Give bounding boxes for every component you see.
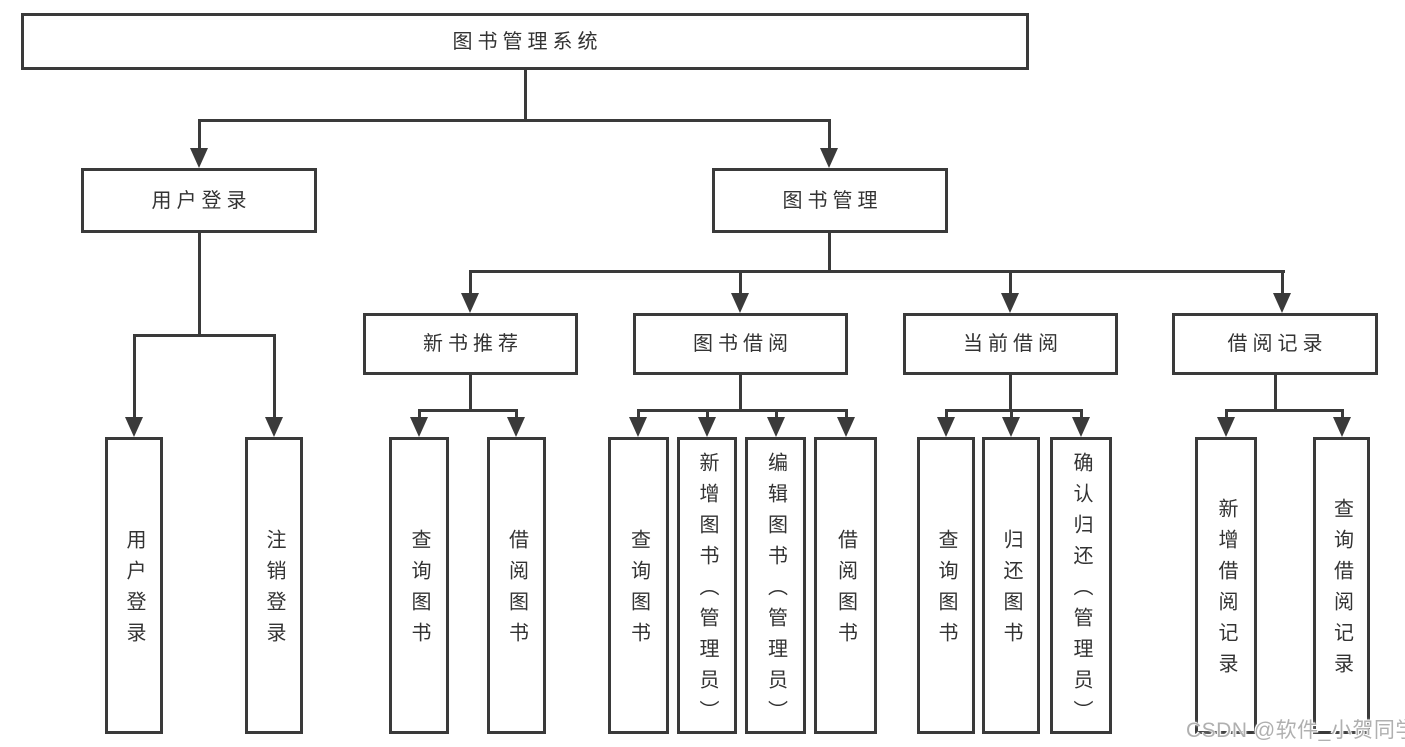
connector <box>1009 271 1012 297</box>
connector <box>1281 271 1284 297</box>
connector <box>706 410 709 422</box>
arrowhead <box>1002 417 1020 437</box>
node-current-borrowing-label: 当前借阅 <box>963 333 1063 355</box>
leaf-return-book: 归还图书 <box>982 437 1040 734</box>
leaf-query-books-recommend: 查询图书 <box>389 437 449 734</box>
arrowhead <box>820 148 838 168</box>
leaf-borrow-books-recommend: 借阅图书 <box>487 437 546 734</box>
leaf-borrow-books-borrowing: 借阅图书 <box>814 437 877 734</box>
leaf-edit-book-admin: 编辑图书（管理员） <box>745 437 806 734</box>
node-root: 图书管理系统 <box>21 13 1029 70</box>
connector <box>1341 410 1344 422</box>
leaf-logout-label: 注销登录 <box>263 529 285 653</box>
connector <box>1010 410 1013 422</box>
leaf-user-login-label: 用户登录 <box>123 529 145 653</box>
connector <box>418 410 421 422</box>
leaf-add-book-admin: 新增图书（管理员） <box>677 437 737 734</box>
node-book-management: 图书管理 <box>712 168 948 233</box>
connector <box>637 409 848 412</box>
connector <box>469 270 1285 273</box>
leaf-query-books-borrowing-label: 查询图书 <box>627 529 650 653</box>
arrowhead <box>190 148 208 168</box>
leaf-query-books-current-label: 查询图书 <box>935 529 957 653</box>
leaf-query-books-borrowing: 查询图书 <box>608 437 669 734</box>
arrowhead <box>767 417 785 437</box>
leaf-add-book-admin-label: 新增图书（管理员） <box>696 451 718 731</box>
arrowhead <box>265 417 283 437</box>
connector <box>1274 375 1277 411</box>
connector <box>524 70 527 122</box>
connector <box>845 410 848 422</box>
node-borrow-records: 借阅记录 <box>1172 313 1378 375</box>
leaf-confirm-return-admin: 确认归还（管理员） <box>1050 437 1112 734</box>
arrowhead <box>731 293 749 313</box>
node-new-book-recommend-label: 新书推荐 <box>423 333 523 355</box>
leaf-query-books-recommend-label: 查询图书 <box>408 529 430 653</box>
node-user-login-label: 用户登录 <box>151 189 252 212</box>
connector <box>828 120 831 152</box>
node-book-borrowing-label: 图书借阅 <box>693 333 793 355</box>
leaf-user-login: 用户登录 <box>105 437 163 734</box>
node-book-management-label: 图书管理 <box>782 189 883 212</box>
connector <box>739 375 742 411</box>
connector <box>775 410 778 422</box>
connector <box>828 233 831 272</box>
connector <box>945 409 1083 412</box>
connector <box>133 334 276 337</box>
connector <box>945 410 948 422</box>
connector <box>1080 410 1083 422</box>
leaf-borrow-books-recommend-label: 借阅图书 <box>505 529 528 653</box>
connector <box>637 410 640 422</box>
arrowhead <box>1217 417 1235 437</box>
leaf-logout: 注销登录 <box>245 437 303 734</box>
connector <box>469 271 472 297</box>
connector <box>198 232 201 336</box>
leaf-query-books-current: 查询图书 <box>917 437 975 734</box>
leaf-confirm-return-admin-label: 确认归还（管理员） <box>1070 451 1092 731</box>
arrowhead <box>125 417 143 437</box>
leaf-add-borrow-record-label: 新增借阅记录 <box>1215 498 1237 684</box>
arrowhead <box>629 417 647 437</box>
connector <box>198 119 831 122</box>
connector <box>1009 375 1012 411</box>
connector <box>198 120 201 152</box>
arrowhead <box>937 417 955 437</box>
connector <box>1225 410 1228 422</box>
arrowhead <box>1333 417 1351 437</box>
leaf-query-borrow-record: 查询借阅记录 <box>1313 437 1370 734</box>
arrowhead <box>1273 293 1291 313</box>
node-borrow-records-label: 借阅记录 <box>1227 333 1328 355</box>
node-new-book-recommend: 新书推荐 <box>363 313 578 375</box>
connector <box>133 335 136 421</box>
node-root-label: 图书管理系统 <box>452 30 603 53</box>
node-book-borrowing: 图书借阅 <box>633 313 848 375</box>
arrowhead <box>461 293 479 313</box>
leaf-query-borrow-record-label: 查询借阅记录 <box>1330 498 1353 684</box>
leaf-add-borrow-record: 新增借阅记录 <box>1195 437 1257 734</box>
connector <box>739 271 742 297</box>
connector <box>1225 409 1344 412</box>
leaf-return-book-label: 归还图书 <box>1000 529 1022 653</box>
connector <box>515 410 518 422</box>
connector <box>418 409 518 412</box>
csdn-watermark: CSDN @软件_小贺同学 <box>1186 719 1405 742</box>
arrowhead <box>837 417 855 437</box>
arrowhead <box>1072 417 1090 437</box>
node-user-login: 用户登录 <box>81 168 317 233</box>
connector <box>469 375 472 411</box>
node-current-borrowing: 当前借阅 <box>903 313 1118 375</box>
arrowhead <box>507 417 525 437</box>
arrowhead <box>1001 293 1019 313</box>
arrowhead <box>698 417 716 437</box>
connector <box>273 335 276 421</box>
leaf-edit-book-admin-label: 编辑图书（管理员） <box>764 451 787 731</box>
leaf-borrow-books-borrowing-label: 借阅图书 <box>834 529 857 653</box>
arrowhead <box>410 417 428 437</box>
